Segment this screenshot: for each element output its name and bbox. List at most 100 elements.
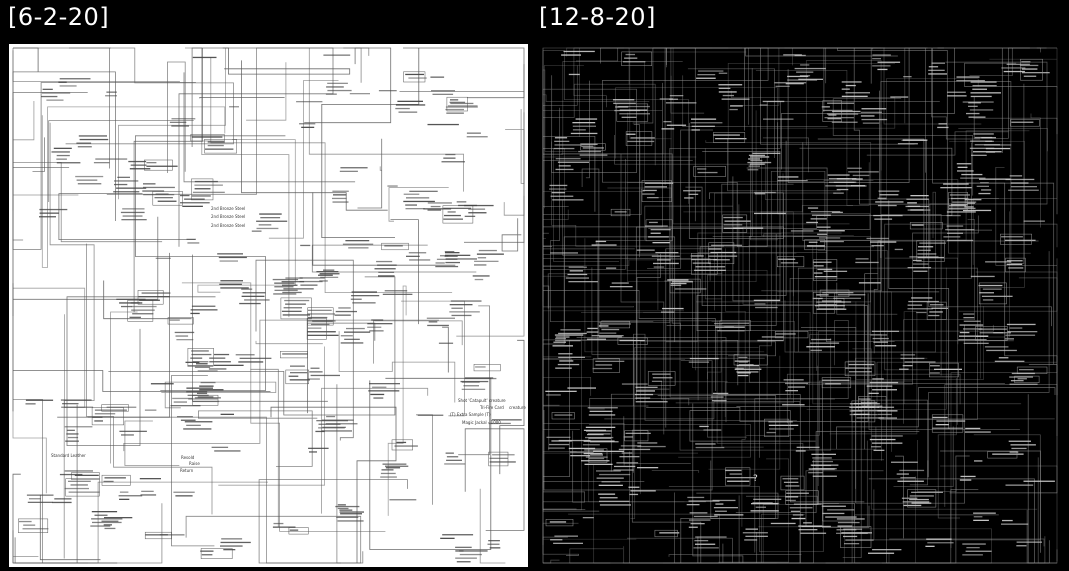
- node-cluster: [587, 407, 618, 416]
- node-cluster: [971, 151, 1002, 156]
- node-text-line: [106, 91, 117, 93]
- node-text-line: [970, 92, 1001, 94]
- connector-wire: [338, 331, 456, 403]
- node-text-line: [930, 304, 944, 306]
- node-text-line: [852, 174, 870, 177]
- node-cluster: [637, 467, 659, 469]
- node-text-line: [64, 487, 89, 490]
- node-cluster: [959, 475, 976, 481]
- node-cluster: [699, 425, 722, 431]
- node-cluster: [925, 538, 954, 547]
- node-text-line: [775, 85, 790, 87]
- node-cluster: [667, 279, 689, 285]
- node-text-line: [750, 156, 770, 158]
- node-text-line: [554, 535, 578, 537]
- node-box: [152, 191, 183, 206]
- connector-wire: [12, 239, 47, 494]
- connector-wire: [660, 381, 835, 400]
- node-cluster: [931, 414, 966, 433]
- node-text-line: [568, 266, 587, 268]
- node-cluster: [555, 329, 587, 342]
- node-text-line: [220, 280, 243, 282]
- node-text-line: [272, 278, 299, 281]
- node-cluster: [970, 81, 1001, 98]
- node-cluster: [561, 50, 595, 56]
- node-text-line: [688, 193, 699, 195]
- node-text-line: [309, 371, 323, 373]
- node-text-line: [929, 372, 940, 374]
- connector-wire: [760, 513, 805, 563]
- node-text-line: [609, 286, 633, 288]
- flowchart-late-svg: [542, 47, 1058, 564]
- node-text-line: [406, 255, 420, 257]
- node-text-line: [66, 433, 79, 435]
- node-text-line: [759, 104, 768, 106]
- node-text-line: [191, 350, 209, 352]
- node-text-line: [670, 282, 687, 285]
- node-text-line: [827, 509, 855, 511]
- node-text-line: [26, 494, 54, 496]
- node-text-line: [371, 319, 384, 321]
- node-text-line: [966, 202, 976, 204]
- node-text-line: [1019, 64, 1039, 67]
- node-cluster: [810, 453, 839, 470]
- node-cluster: [733, 354, 768, 366]
- node-text-line: [296, 101, 323, 103]
- node-text-line: [873, 341, 888, 343]
- connector-wire: [777, 122, 871, 230]
- node-text-line: [956, 80, 985, 82]
- connector-wire: [543, 83, 656, 166]
- node-text-line: [551, 192, 566, 194]
- node-text-line: [906, 198, 929, 200]
- connector-wire: [702, 151, 781, 302]
- node-text-line: [59, 473, 83, 476]
- node-cluster: [101, 517, 133, 530]
- node-text-line: [845, 84, 856, 87]
- node-text-line: [932, 427, 964, 429]
- node-text-line: [575, 118, 598, 120]
- node-text-line: [849, 406, 880, 408]
- node-text-line: [1007, 331, 1038, 333]
- node-cluster: [1005, 257, 1026, 273]
- node-text-line: [455, 550, 464, 552]
- node-text-line: [966, 112, 980, 115]
- node-text-line: [745, 535, 768, 537]
- node-text-line: [103, 524, 112, 526]
- connector-wire: [576, 47, 729, 62]
- node-cluster: [661, 121, 687, 130]
- node-cluster: [719, 320, 751, 332]
- node-text-line: [192, 400, 220, 403]
- node-text-line: [579, 154, 608, 156]
- node-text-line: [395, 104, 426, 106]
- node-cluster: [473, 364, 501, 372]
- node-text-line: [963, 328, 983, 330]
- connector-wire: [685, 186, 868, 407]
- connector-wire: [321, 387, 429, 514]
- node-text-line: [721, 322, 750, 324]
- node-text-line: [595, 364, 613, 366]
- node-box: [733, 354, 768, 366]
- node-box: [812, 291, 836, 314]
- node-cluster: [76, 135, 109, 148]
- connector-wire: [893, 426, 954, 488]
- node-text-line: [947, 91, 966, 93]
- node-text-line: [695, 446, 725, 449]
- node-text-line: [599, 332, 617, 334]
- node-text-line: [403, 193, 420, 195]
- node-text-line: [567, 273, 588, 276]
- node-cluster: [173, 491, 195, 497]
- node-text-line: [858, 282, 881, 284]
- node-text-line: [756, 502, 780, 505]
- node-text-line: [307, 378, 320, 380]
- node-text-line: [207, 141, 225, 143]
- node-text-line: [972, 85, 997, 87]
- node-text-line: [104, 527, 116, 530]
- node-text-line: [907, 304, 923, 306]
- node-text-line: [145, 534, 168, 536]
- node-text-line: [637, 467, 659, 469]
- node-text-line: [986, 349, 1017, 352]
- node-text-line: [877, 406, 895, 408]
- connector-wire: [692, 403, 744, 563]
- connector-wire: [543, 559, 560, 564]
- node-text-line: [735, 367, 744, 369]
